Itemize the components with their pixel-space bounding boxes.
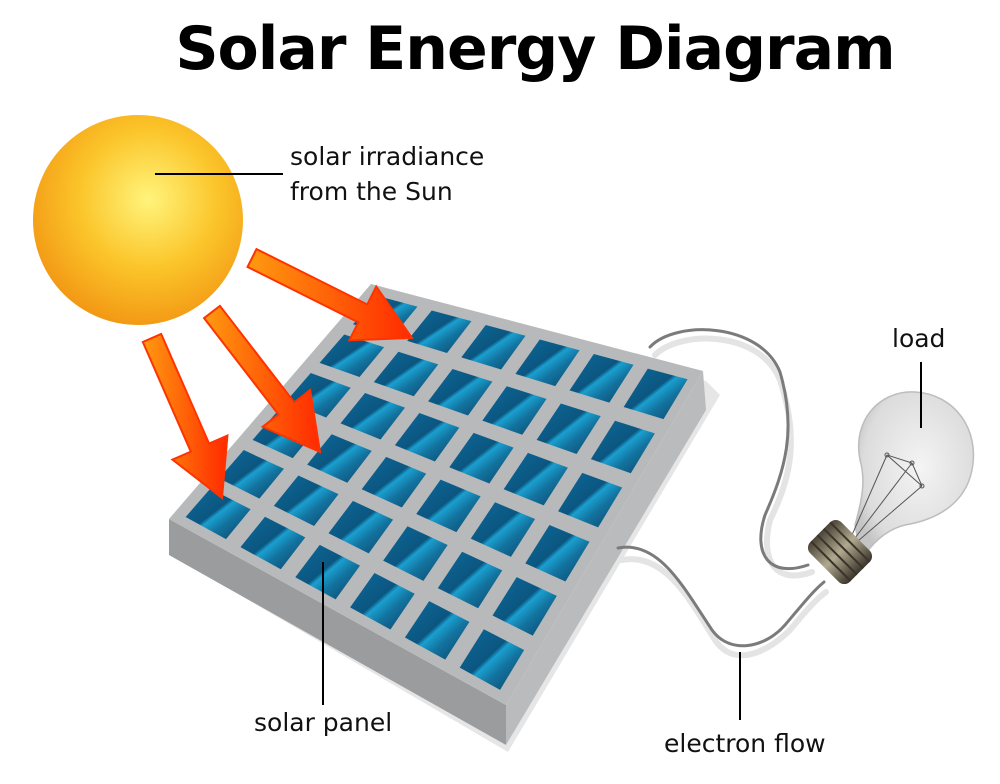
light-bulb bbox=[807, 391, 975, 585]
solar-cell bbox=[590, 420, 655, 474]
solar-cell bbox=[361, 456, 427, 508]
label-solar-irradiance: solar irradiance bbox=[290, 142, 485, 171]
solar-cell bbox=[416, 479, 481, 533]
bulb-screw-base bbox=[807, 519, 873, 585]
solar-cell bbox=[623, 368, 688, 420]
bulb-filament bbox=[851, 452, 925, 542]
label-from-the-sun: from the Sun bbox=[290, 177, 453, 206]
solar-cell bbox=[558, 472, 623, 528]
solar-cell bbox=[482, 386, 547, 435]
solar-cell bbox=[340, 392, 406, 440]
solar-cell bbox=[449, 432, 514, 484]
label-electron-flow: electron flow bbox=[664, 729, 826, 758]
solar-cell bbox=[525, 524, 590, 582]
sun-ray-arrow bbox=[202, 304, 322, 454]
solar-panel bbox=[169, 284, 706, 745]
solar-cell bbox=[373, 351, 439, 397]
solar-cell bbox=[185, 488, 251, 540]
solar-cell bbox=[407, 310, 472, 354]
label-solar-panel: solar panel bbox=[254, 708, 393, 737]
solar-cell bbox=[461, 325, 526, 370]
solar-cell bbox=[437, 551, 503, 609]
sun-ray-arrow bbox=[141, 332, 229, 500]
leader-lines bbox=[155, 173, 922, 720]
bulb-glass bbox=[854, 391, 975, 563]
solar-cell bbox=[219, 450, 284, 499]
solar-cell bbox=[350, 572, 415, 630]
solar-cell bbox=[307, 434, 372, 483]
sun bbox=[33, 115, 243, 325]
solar-cell bbox=[295, 544, 360, 600]
solar-cell bbox=[470, 502, 536, 557]
wire-bottom-shadow bbox=[619, 556, 829, 659]
panel-cells bbox=[185, 295, 688, 690]
solar-cell bbox=[536, 403, 601, 455]
solar-cell bbox=[404, 601, 470, 660]
sun-ray-arrow bbox=[246, 247, 414, 342]
wire-top-shadow bbox=[652, 335, 815, 579]
label-load: load bbox=[892, 324, 946, 353]
sun-rays bbox=[141, 247, 414, 500]
solar-cell bbox=[328, 500, 394, 554]
solar-cell bbox=[273, 475, 339, 527]
solar-cell bbox=[492, 577, 557, 636]
panel-right-side bbox=[506, 371, 706, 745]
solar-cell bbox=[240, 516, 306, 570]
wire-top bbox=[648, 328, 810, 571]
solar-cell bbox=[569, 354, 634, 403]
panel-left-side bbox=[169, 519, 506, 745]
solar-cell bbox=[428, 368, 493, 416]
solar-cell bbox=[503, 452, 568, 506]
wire-bottom bbox=[616, 545, 826, 648]
solar-cell bbox=[383, 526, 448, 581]
solar-cell bbox=[515, 339, 580, 387]
solar-cell bbox=[459, 629, 525, 690]
solar-cell bbox=[394, 412, 460, 462]
diagram-title: Solar Energy Diagram bbox=[175, 14, 895, 84]
solar-cell bbox=[319, 334, 385, 378]
wires bbox=[616, 328, 829, 659]
